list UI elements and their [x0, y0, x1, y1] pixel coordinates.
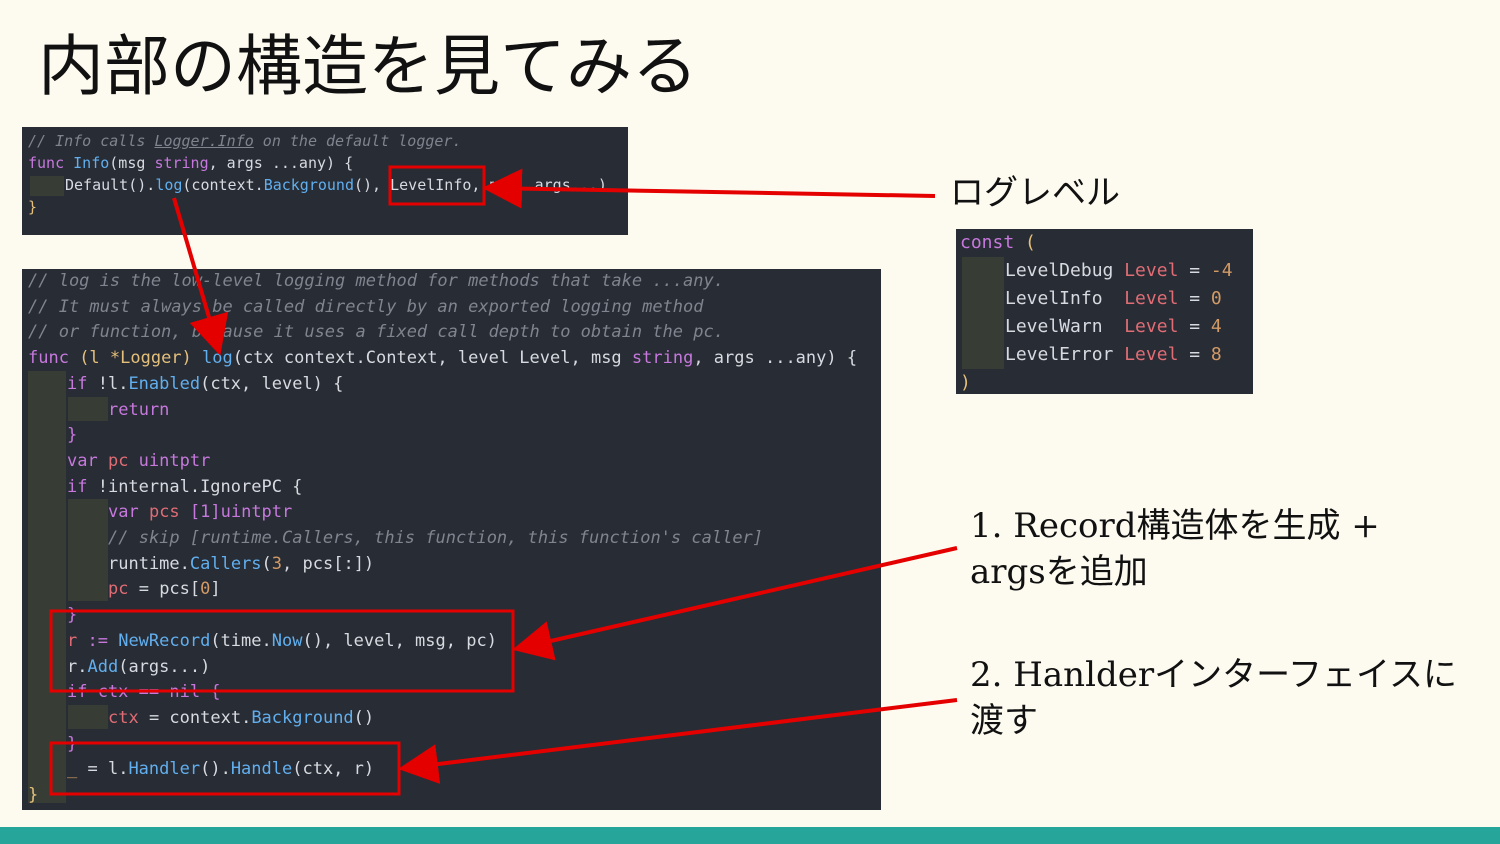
code-line: func Info(msg string, args ...any) { — [28, 154, 354, 172]
code-line: } — [28, 785, 39, 805]
code-line: } — [67, 425, 78, 446]
indent-guide — [962, 257, 1004, 369]
code-line: } — [28, 198, 38, 216]
code-line: // skip [runtime.Callers, this function,… — [108, 528, 764, 548]
arrow-log-level — [482, 168, 936, 209]
indent-guide — [28, 371, 66, 803]
annotation-step1: 1. Record構造体を生成 + argsを追加 — [970, 506, 1380, 592]
highlight-newrecord — [49, 609, 515, 693]
highlight-handler — [49, 741, 401, 796]
code-snippet-info: // Info calls Logger.Info on the default… — [22, 127, 628, 235]
code-line: r := NewRecord(time.Now(), level, msg, p… — [67, 630, 497, 651]
const-row: LevelError Level = 8 — [1005, 344, 1222, 365]
arrow-step1 — [512, 546, 958, 661]
code-line: // It must always be called directly by … — [28, 296, 704, 317]
code-line: runtime.Callers(3, pcs[:]) — [108, 553, 375, 574]
code-line: // Info calls Logger.Info on the default… — [28, 132, 462, 150]
indent-guide — [68, 705, 108, 729]
const-row: LevelInfo Level = 0 — [1005, 288, 1222, 309]
indent-guide — [68, 499, 108, 601]
code-line: var pc uintptr — [67, 450, 211, 471]
code-line: } — [67, 605, 78, 626]
indent-guide — [30, 176, 64, 196]
code-line: func (l *Logger) log(ctx context.Context… — [28, 348, 858, 369]
code-line: ctx = context.Background() — [108, 707, 375, 728]
arrow-to-log — [172, 197, 229, 356]
code-line: return — [108, 399, 170, 420]
footer-bar — [0, 827, 1500, 844]
code-line: _ = l.Handler().Handle(ctx, r) — [67, 759, 375, 780]
code-line: var pcs [1]uintptr — [108, 502, 293, 523]
code-line: const ( — [960, 232, 1036, 253]
const-row: LevelDebug Level = -4 — [1005, 260, 1233, 281]
link-logger-info[interactable]: Logger.Info — [154, 132, 254, 150]
code-line: // log is the low-level logging method f… — [28, 271, 724, 291]
code-line: if !internal.IgnorePC { — [67, 476, 303, 497]
code-line: if !l.Enabled(ctx, level) { — [67, 373, 344, 394]
code-line: r.Add(args...) — [67, 656, 211, 677]
annotation-step2: 2. Hanlderインターフェイスに 渡す — [970, 655, 1458, 741]
code-snippet-log: // log is the low-level logging method f… — [22, 269, 881, 810]
code-line: // or function, because it uses a fixed … — [28, 322, 724, 343]
code-line: pc = pcs[0] — [108, 579, 221, 600]
indent-guide — [68, 397, 108, 421]
highlight-levelinfo — [388, 165, 486, 206]
const-row: LevelWarn Level = 4 — [1005, 316, 1222, 337]
annotation-log-level: ログレベル — [950, 173, 1120, 213]
code-snippet-const: const ( LevelDebug Level = -4 LevelInfo … — [956, 229, 1253, 394]
code-line: ) — [960, 372, 971, 393]
slide-title: 内部の構造を見てみる — [38, 28, 698, 105]
arrow-step2 — [398, 698, 958, 784]
